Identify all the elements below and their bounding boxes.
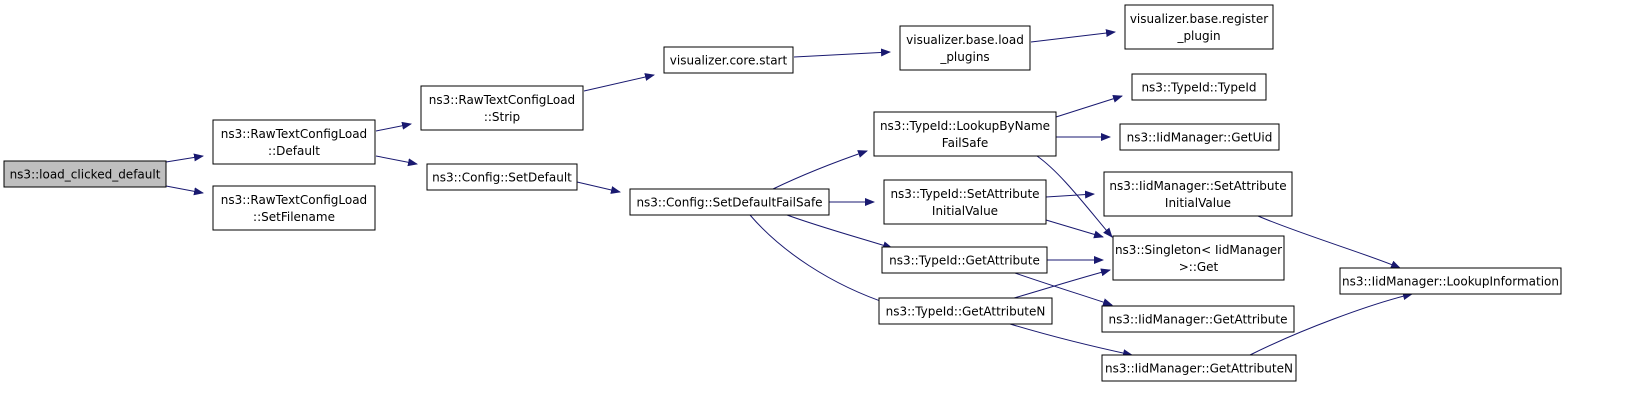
node-label: ns3::load_clicked_default — [10, 168, 161, 182]
node-label: ns3::IidManager::GetAttribute — [1109, 313, 1288, 327]
node-label: visualizer.core.start — [670, 54, 788, 68]
edge-typeid_setattributeinitialvalue-to-iidmanager_setattributeinitialvalue — [1045, 190, 1095, 199]
edge-typeid_lookupbynamefailsafe-to-typeid_typeid — [1055, 94, 1123, 118]
node-box — [663, 46, 794, 74]
node-viz_base_load_plugins[interactable]: visualizer.base.load _plugins — [899, 25, 1031, 71]
node-iidmanager_getuid[interactable]: ns3::IidManager::GetUid — [1119, 123, 1280, 151]
node-label: ns3::TypeId::LookupByName — [880, 119, 1050, 133]
node-box — [899, 25, 1031, 71]
node-label: _plugin — [1176, 29, 1220, 43]
node-box — [878, 297, 1053, 325]
node-box — [1131, 73, 1267, 101]
edge-viz_core_start-to-viz_base_load_plugins — [793, 48, 891, 58]
node-label: ::SetFilename — [253, 210, 335, 224]
node-box — [883, 179, 1047, 225]
edge-viz_base_load_plugins-to-viz_base_register_plugin — [1030, 29, 1116, 43]
node-box — [1112, 235, 1285, 281]
edge-typeid_getattribute-to-iidmanager_getattribute — [1014, 272, 1113, 306]
node-config_setdefault[interactable]: ns3::Config::SetDefault — [426, 163, 578, 191]
node-box — [1339, 267, 1562, 295]
node-label: ::Strip — [484, 110, 520, 124]
node-rtcl_strip[interactable]: ns3::RawTextConfigLoad::Strip — [420, 85, 584, 131]
node-box — [1101, 305, 1295, 333]
node-label: ns3::TypeId::GetAttributeN — [886, 305, 1046, 319]
node-label: InitialValue — [1165, 196, 1231, 210]
node-box — [881, 246, 1048, 274]
node-label: FailSafe — [942, 136, 988, 150]
node-box — [629, 188, 830, 216]
node-iidmanager_lookupinformation[interactable]: ns3::IidManager::LookupInformation — [1339, 267, 1562, 295]
node-box — [1119, 123, 1280, 151]
node-label: ns3::RawTextConfigLoad — [221, 193, 367, 207]
node-label: ns3::Config::SetDefault — [432, 171, 572, 185]
node-box — [426, 163, 578, 191]
edge-config_setdefaultfailsafe-to-typeid_getattributen — [749, 214, 893, 307]
node-box — [1101, 354, 1297, 382]
edge-typeid_setattributeinitialvalue-to-singleton_get — [1045, 219, 1104, 239]
edge-load_clicked_default-to-rtcl_default — [165, 153, 204, 163]
node-box — [1124, 4, 1274, 50]
node-label: ns3::IidManager::SetAttribute — [1109, 179, 1286, 193]
node-box — [1103, 171, 1293, 217]
node-rtcl_default[interactable]: ns3::RawTextConfigLoad::Default — [212, 119, 376, 165]
node-load_clicked_default[interactable]: ns3::load_clicked_default — [3, 160, 167, 188]
edge-rtcl_strip-to-viz_core_start — [583, 73, 655, 92]
node-label: visualizer.base.load — [906, 33, 1024, 47]
edge-rtcl_default-to-rtcl_strip — [375, 121, 412, 132]
node-iidmanager_getattribute[interactable]: ns3::IidManager::GetAttribute — [1101, 305, 1295, 333]
edge-config_setdefault-to-config_setdefaultfailsafe — [576, 181, 621, 194]
node-label: ns3::Singleton< IidManager — [1115, 243, 1282, 257]
node-label: ns3::RawTextConfigLoad — [429, 93, 575, 107]
node-label: InitialValue — [932, 204, 998, 218]
edge-typeid_getattributen-to-singleton_get — [1013, 268, 1111, 299]
edge-iidmanager_setattributeinitialvalue-to-iidmanager_lookupinformation — [1257, 215, 1401, 269]
node-typeid_typeid[interactable]: ns3::TypeId::TypeId — [1131, 73, 1267, 101]
node-box — [420, 85, 584, 131]
node-iidmanager_setattributeinitialvalue[interactable]: ns3::IidManager::SetAttributeInitialValu… — [1103, 171, 1293, 217]
node-label: ns3::TypeId::TypeId — [1141, 81, 1256, 95]
edge-rtcl_default-to-config_setdefault — [375, 155, 418, 167]
node-label: ns3::TypeId::GetAttribute — [889, 254, 1040, 268]
node-rtcl_setfilename[interactable]: ns3::RawTextConfigLoad::SetFilename — [212, 185, 376, 231]
edge-typeid_lookupbynamefailsafe-to-singleton_get — [1036, 155, 1113, 238]
node-typeid_getattributen[interactable]: ns3::TypeId::GetAttributeN — [878, 297, 1053, 325]
node-box — [212, 119, 376, 165]
node-label: ns3::Config::SetDefaultFailSafe — [636, 196, 822, 210]
edge-iidmanager_getattributen-to-iidmanager_lookupinformation — [1249, 292, 1413, 356]
node-box — [3, 160, 167, 188]
node-label: ::Default — [268, 144, 320, 158]
node-box — [212, 185, 376, 231]
node-iidmanager_getattributen[interactable]: ns3::IidManager::GetAttributeN — [1101, 354, 1297, 382]
node-typeid_getattribute[interactable]: ns3::TypeId::GetAttribute — [881, 246, 1048, 274]
edge-load_clicked_default-to-rtcl_setfilename — [165, 185, 204, 196]
node-box — [873, 111, 1057, 157]
node-viz_base_register_plugin[interactable]: visualizer.base.register _plugin — [1124, 4, 1274, 50]
edge-typeid_getattributen-to-iidmanager_getattributen — [1009, 323, 1133, 358]
node-label: _plugins — [939, 50, 989, 64]
node-viz_core_start[interactable]: visualizer.core.start — [663, 46, 794, 74]
node-label: ns3::IidManager::LookupInformation — [1342, 275, 1559, 289]
node-label: ns3::RawTextConfigLoad — [221, 127, 367, 141]
node-label: >::Get — [1179, 260, 1219, 274]
node-label: ns3::TypeId::SetAttribute — [890, 187, 1039, 201]
node-singleton_get[interactable]: ns3::Singleton< IidManager>::Get — [1112, 235, 1285, 281]
node-label: ns3::IidManager::GetUid — [1127, 131, 1273, 145]
node-label: ns3::IidManager::GetAttributeN — [1105, 362, 1293, 376]
node-config_setdefaultfailsafe[interactable]: ns3::Config::SetDefaultFailSafe — [629, 188, 830, 216]
edge-config_setdefaultfailsafe-to-typeid_getattribute — [786, 214, 893, 250]
edge-config_setdefaultfailsafe-to-typeid_lookupbynamefailsafe — [772, 150, 868, 190]
node-label: visualizer.base.register — [1130, 12, 1268, 26]
